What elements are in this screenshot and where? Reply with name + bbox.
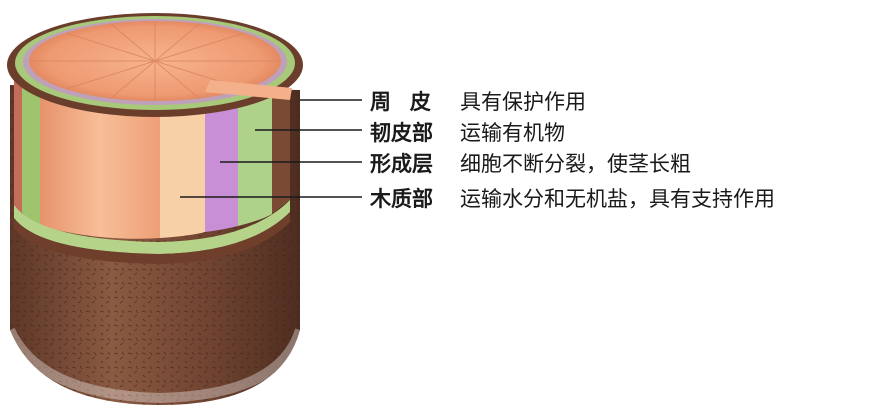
label-xylem: 木质部 运输水分和无机盐，具有支持作用 <box>370 183 775 213</box>
inner-cutaway <box>14 70 290 264</box>
term-xylem: 木质部 <box>370 186 433 211</box>
label-periderm: 周皮 具有保护作用 <box>370 86 586 116</box>
desc-xylem: 运输水分和无机盐，具有支持作用 <box>460 187 775 211</box>
top-surface <box>7 13 303 117</box>
term-phloem: 韧皮部 <box>370 120 433 145</box>
desc-phloem: 运输有机物 <box>460 121 565 145</box>
desc-periderm: 具有保护作用 <box>460 90 586 114</box>
term-cambium: 形成层 <box>370 151 433 176</box>
desc-cambium: 细胞不断分裂，使茎长粗 <box>460 152 691 176</box>
label-cambium: 形成层 细胞不断分裂，使茎长粗 <box>370 148 691 178</box>
term-periderm: 周皮 <box>370 89 450 114</box>
label-phloem: 韧皮部 运输有机物 <box>370 117 565 147</box>
leader-lines <box>180 99 362 198</box>
